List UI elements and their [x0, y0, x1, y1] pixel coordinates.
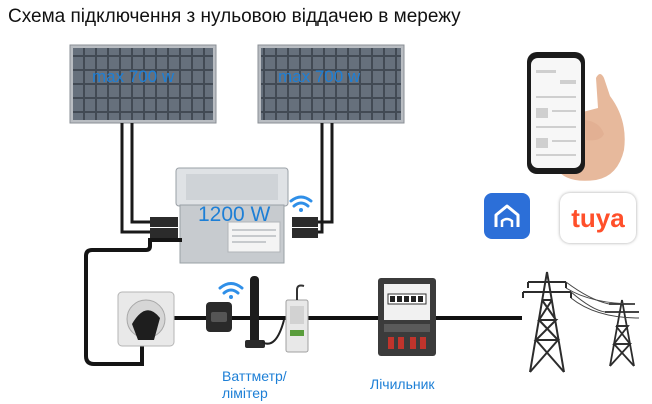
panel-2-label: max 700 w: [278, 67, 361, 86]
smart-home-app-icon: [484, 193, 530, 239]
ct-clamp: [206, 302, 232, 332]
panel-1-label: max 700 w: [92, 67, 175, 86]
antenna: [245, 276, 265, 348]
home-icon: [494, 204, 520, 227]
wifi-icon: [289, 195, 313, 212]
transmission-tower-small: [605, 299, 639, 367]
mc4-connectors: [150, 217, 318, 238]
ac-cable: [84, 238, 182, 366]
transmission-tower-large: [522, 271, 572, 373]
meter-caption: Лічильник: [370, 376, 435, 392]
wattmeter-caption: Ваттметр/ лімітер: [222, 368, 287, 402]
wattmeter-limiter: [285, 284, 309, 353]
diagram-title: Схема підключення з нульовою віддачею в …: [8, 6, 461, 27]
tuya-app-icon: tuya: [560, 193, 636, 243]
microinverter: [175, 167, 289, 264]
power-lines: [565, 281, 640, 319]
inverter-power-label: 1200 W: [198, 203, 271, 226]
solar-panel-1: [69, 44, 217, 124]
hand-with-phone: [527, 52, 625, 181]
solar-panel-2: [257, 44, 405, 124]
tuya-logo-text: tuya: [571, 202, 625, 233]
electricity-meter: [378, 278, 436, 356]
wattmeter-caption-line2: лімітер: [222, 385, 268, 401]
antenna-cable: [261, 319, 285, 345]
wattmeter-caption-line1: Ваттметр/: [222, 368, 287, 384]
wall-socket: [117, 291, 175, 347]
wifi-icon-clamp: [218, 282, 244, 299]
